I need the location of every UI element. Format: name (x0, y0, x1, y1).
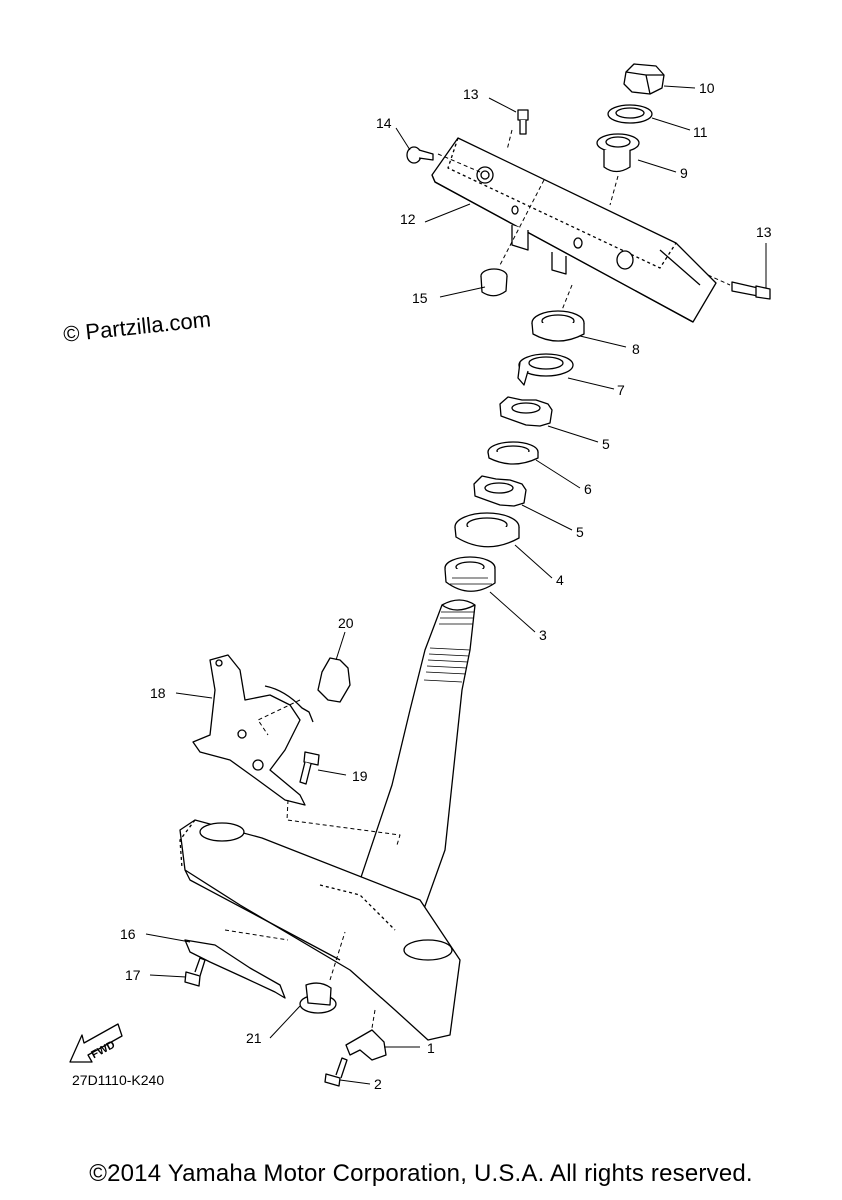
callout-20: 20 (338, 615, 354, 631)
bearing-3 (444, 556, 496, 592)
callout-17: 17 (125, 967, 141, 983)
callout-1: 1 (427, 1040, 435, 1056)
callout-18: 18 (150, 685, 166, 701)
cap-nut-15 (480, 268, 508, 297)
seal-8 (531, 310, 585, 342)
callout-13-top: 13 (463, 86, 479, 102)
lower-bracket (179, 819, 461, 1041)
callout-10: 10 (699, 80, 715, 96)
copyright-notice: ©2014 Yamaha Motor Corporation, U.S.A. A… (89, 1160, 753, 1187)
callout-9: 9 (680, 165, 688, 181)
bushing-9 (596, 133, 640, 173)
callout-21: 21 (246, 1030, 262, 1046)
callout-11: 11 (693, 124, 708, 140)
bolt-17 (184, 957, 206, 987)
callout-13-right: 13 (756, 224, 772, 240)
callout-14: 14 (376, 115, 392, 131)
washer-6 (487, 441, 539, 465)
clamp-20 (317, 657, 351, 703)
callout-12: 12 (400, 211, 416, 227)
bolt-13-right (731, 281, 771, 300)
callout-15: 15 (412, 290, 428, 306)
callout-3: 3 (539, 627, 547, 643)
bolt-2 (324, 1057, 348, 1087)
washer-7 (517, 353, 574, 386)
bolt-14 (406, 146, 434, 164)
cap-bolt (623, 63, 665, 95)
callout-numbers: 1 2 3 4 5 5 6 7 8 9 10 11 12 13 13 14 15… (120, 80, 772, 1092)
ring-nut-5-upper (499, 396, 553, 427)
collar-21 (299, 982, 337, 1014)
bracket-18 (192, 654, 314, 806)
plate-16 (184, 939, 286, 999)
steering-stem (349, 599, 476, 921)
callout-8: 8 (632, 341, 640, 357)
callout-4: 4 (556, 572, 564, 588)
fwd-arrow-icon (69, 1023, 123, 1063)
callout-16: 16 (120, 926, 136, 942)
bolt-19 (299, 751, 320, 785)
callout-2: 2 (374, 1076, 382, 1092)
callout-19: 19 (352, 768, 368, 784)
callout-7: 7 (617, 382, 625, 398)
callout-5-upper: 5 (602, 436, 610, 452)
part-1-stopper (345, 1029, 387, 1061)
diagram-code: 27D1110-K240 (72, 1072, 165, 1088)
upper-bracket (431, 137, 717, 323)
callout-5-lower: 5 (576, 524, 584, 540)
callout-6: 6 (584, 481, 592, 497)
bolt-13-top (517, 109, 529, 135)
bearing-race-4 (454, 512, 520, 548)
ring-nut-5-lower (473, 475, 527, 507)
